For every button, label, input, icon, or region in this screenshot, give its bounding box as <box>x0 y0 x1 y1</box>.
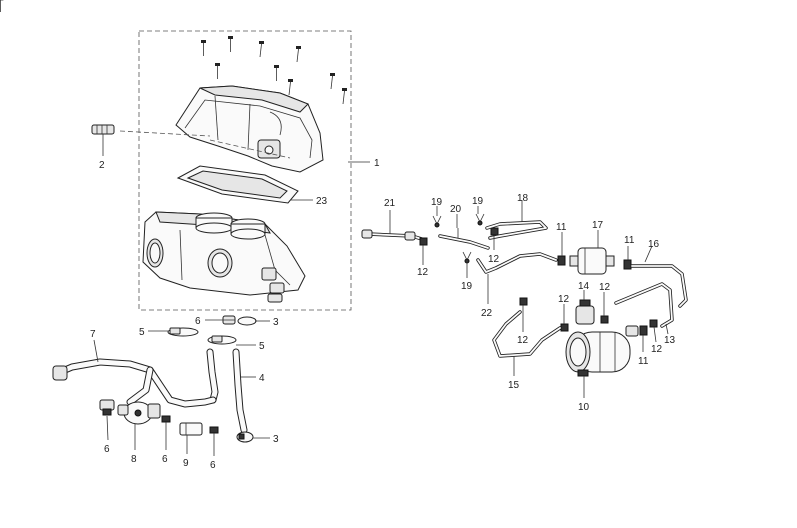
leader-lines <box>93 134 669 456</box>
callout-7: 7 <box>90 329 96 340</box>
callout-9: 9 <box>183 458 189 469</box>
callout-5-left: 5 <box>139 327 145 338</box>
callout-22: 22 <box>481 308 493 319</box>
hose-18 <box>485 220 548 240</box>
callout-labels: 1 2 3 3 4 5 5 6 6 6 6 7 8 9 10 11 11 11 … <box>90 158 676 471</box>
clip-19-b <box>475 213 485 226</box>
hose-22 <box>476 252 558 274</box>
callout-1: 1 <box>374 158 380 169</box>
clamp-12-a <box>419 237 428 246</box>
cover-bolts <box>0 0 4 12</box>
valve-17 <box>569 247 615 275</box>
callout-19-a: 19 <box>431 197 443 208</box>
bolt-set <box>201 36 347 105</box>
callout-15: 15 <box>508 380 520 391</box>
callout-12-d: 12 <box>558 294 570 305</box>
hose-4 <box>206 348 248 434</box>
callout-8: 8 <box>131 454 137 465</box>
callout-3-lower: 3 <box>273 434 279 445</box>
hose-21 <box>361 229 427 242</box>
callout-12-a: 12 <box>417 267 429 278</box>
callout-12-c: 12 <box>517 335 529 346</box>
ring-5-right <box>207 335 237 345</box>
valve-8 <box>99 399 161 425</box>
clamp-12-d <box>560 323 569 332</box>
callout-12-f: 12 <box>651 344 663 355</box>
callout-6-c: 6 <box>210 460 216 471</box>
hose-16 <box>630 264 688 308</box>
clamp-12-c <box>519 297 528 306</box>
callout-14: 14 <box>578 281 590 292</box>
hose-7 <box>52 358 217 408</box>
callout-11-b: 11 <box>624 235 635 246</box>
clamp-12-b <box>490 227 499 236</box>
callout-17: 17 <box>592 220 604 231</box>
filter-cover <box>175 85 324 173</box>
hose-15 <box>492 310 562 358</box>
clamp-3-lower <box>236 431 254 443</box>
clamp-11-c <box>639 325 648 336</box>
callout-6-upper: 6 <box>195 316 201 327</box>
callout-12-e: 12 <box>599 282 611 293</box>
ring-5-left <box>167 327 199 337</box>
callout-21: 21 <box>384 198 396 209</box>
callout-11-a: 11 <box>556 222 567 233</box>
callout-6-a: 6 <box>104 444 110 455</box>
connector-9 <box>179 422 203 436</box>
callout-3-upper: 3 <box>273 317 279 328</box>
clip-19-a <box>432 215 442 228</box>
callout-16: 16 <box>648 239 660 250</box>
clamp-6-b <box>161 415 171 423</box>
tee-20 <box>438 228 490 250</box>
callout-18: 18 <box>517 193 529 204</box>
callout-4: 4 <box>259 373 265 384</box>
clamp-11-a <box>557 255 566 266</box>
callout-23: 23 <box>316 196 328 207</box>
clip-19-c <box>462 251 472 264</box>
nipple-fitting <box>91 124 115 135</box>
callout-20: 20 <box>450 204 462 215</box>
callout-12-b: 12 <box>488 254 500 265</box>
callout-5-right: 5 <box>259 341 265 352</box>
clamp-6-c <box>209 426 219 434</box>
assembly-box-1 <box>138 30 352 311</box>
valve-14 <box>575 299 595 325</box>
filter-element <box>176 165 299 204</box>
callout-2: 2 <box>99 160 105 171</box>
callout-13: 13 <box>664 335 676 346</box>
canister-10 <box>565 325 639 377</box>
clamp-12-e <box>600 315 609 324</box>
clamp-11-b <box>623 259 632 270</box>
callout-19-b: 19 <box>472 196 484 207</box>
callout-6-b: 6 <box>162 454 168 465</box>
filter-case <box>142 211 306 303</box>
callout-19-c: 19 <box>461 281 473 292</box>
callout-11-c: 11 <box>638 356 649 367</box>
clamp-12-f <box>649 319 658 328</box>
clamp-6-a <box>102 408 112 416</box>
callout-10: 10 <box>578 402 590 413</box>
guide-line <box>209 139 291 159</box>
guide-line <box>119 130 211 137</box>
clamp-upper-3 <box>237 316 257 326</box>
hose-13 <box>614 282 674 328</box>
